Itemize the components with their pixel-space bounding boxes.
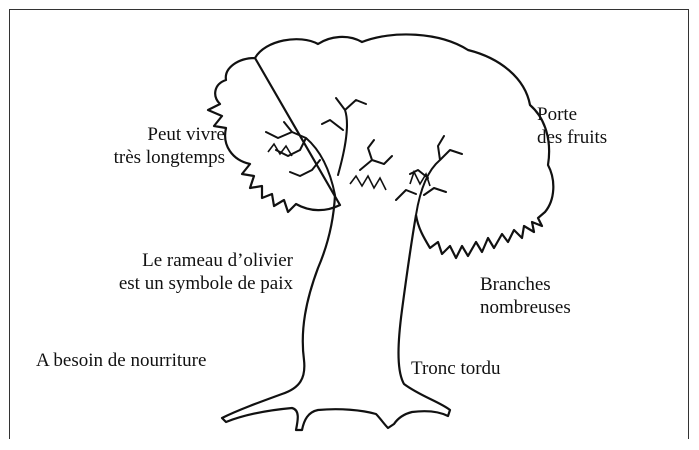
tree-canopy xyxy=(208,34,553,258)
label-long-life: Peut vivre très longtemps xyxy=(80,123,225,169)
tree-branches xyxy=(266,98,462,215)
tree-foliage-detail xyxy=(268,144,430,190)
label-food: A besoin de nourriture xyxy=(36,349,206,372)
label-fruits: Porte des fruits xyxy=(537,103,607,149)
tree-trunk xyxy=(222,195,450,430)
label-branches: Branches nombreuses xyxy=(480,273,571,319)
label-olive-branch: Le rameau d’olivier est un symbole de pa… xyxy=(60,249,293,295)
label-trunk: Tronc tordu xyxy=(411,357,501,380)
